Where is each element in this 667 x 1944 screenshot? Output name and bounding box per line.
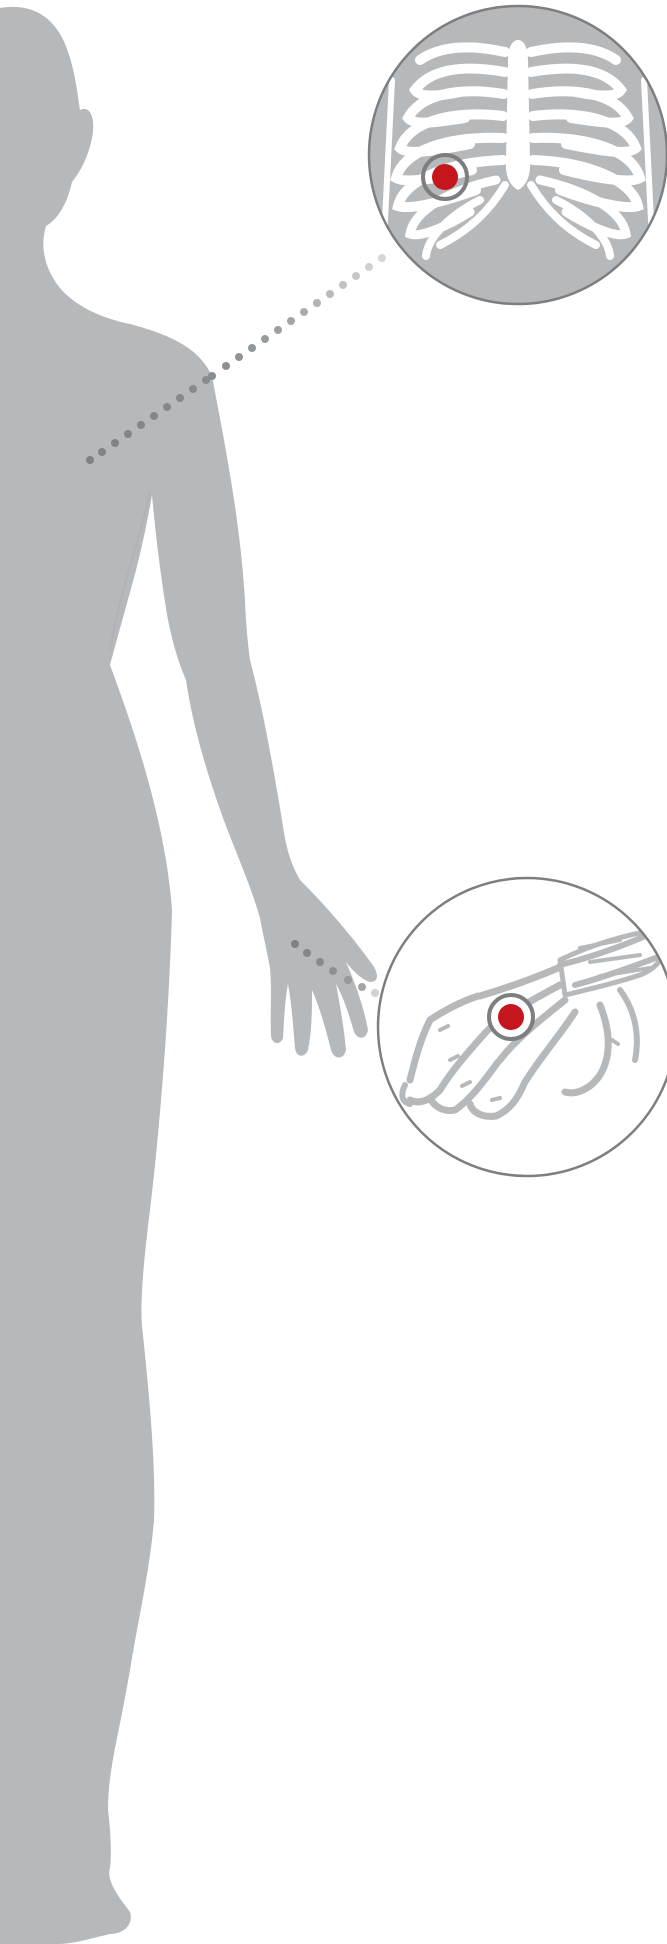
body-silhouette bbox=[0, 7, 377, 1944]
rib-cage-callout bbox=[360, 0, 667, 320]
hand-wrist-callout bbox=[378, 878, 667, 1176]
red-dot-marker-icon bbox=[489, 995, 533, 1039]
